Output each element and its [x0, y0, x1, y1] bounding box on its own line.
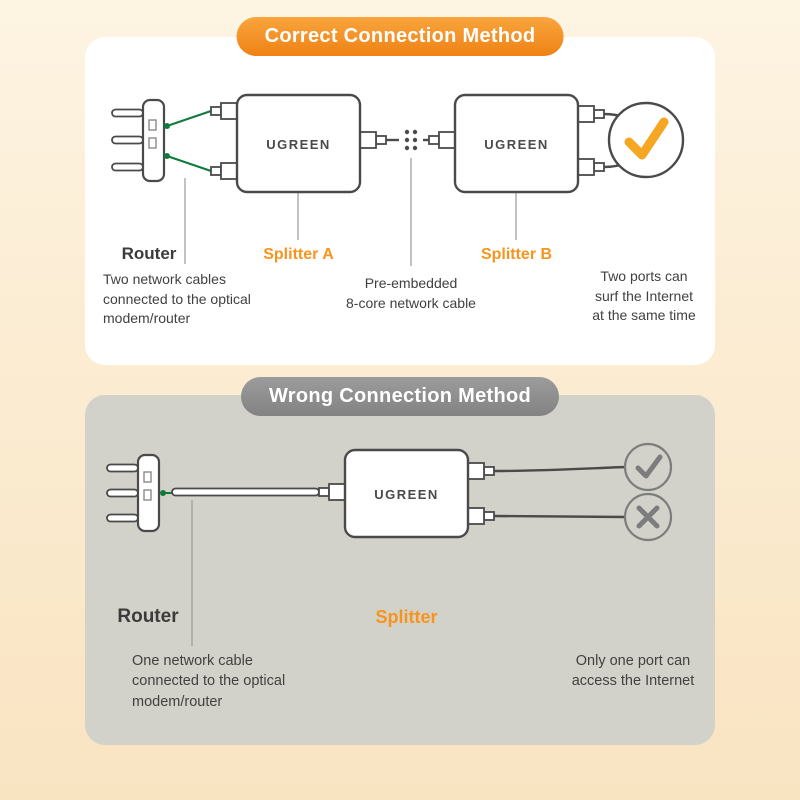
- note-two-cables: Two network cables connected to the opti…: [103, 271, 251, 327]
- note-one-cable: One network cable connected to the optic…: [132, 653, 286, 710]
- router-label-correct: Router: [121, 244, 177, 263]
- correct-banner: Correct Connection Method: [236, 17, 564, 56]
- note-two-ports: Two ports can surf the Internet at the s…: [592, 268, 696, 324]
- router-label-wrong: Router: [117, 606, 179, 627]
- splitter-label: Splitter: [375, 607, 438, 627]
- note-preembedded-cable: Pre-embedded 8-core network cable: [346, 275, 476, 311]
- wrong-banner: Wrong Connection Method: [240, 377, 560, 416]
- note-only-one-port: Only one port can access the Internet: [571, 653, 695, 690]
- splitter-a-label: Splitter A: [263, 246, 334, 263]
- correct-card: [85, 37, 715, 365]
- splitter-b-label: Splitter B: [480, 246, 553, 263]
